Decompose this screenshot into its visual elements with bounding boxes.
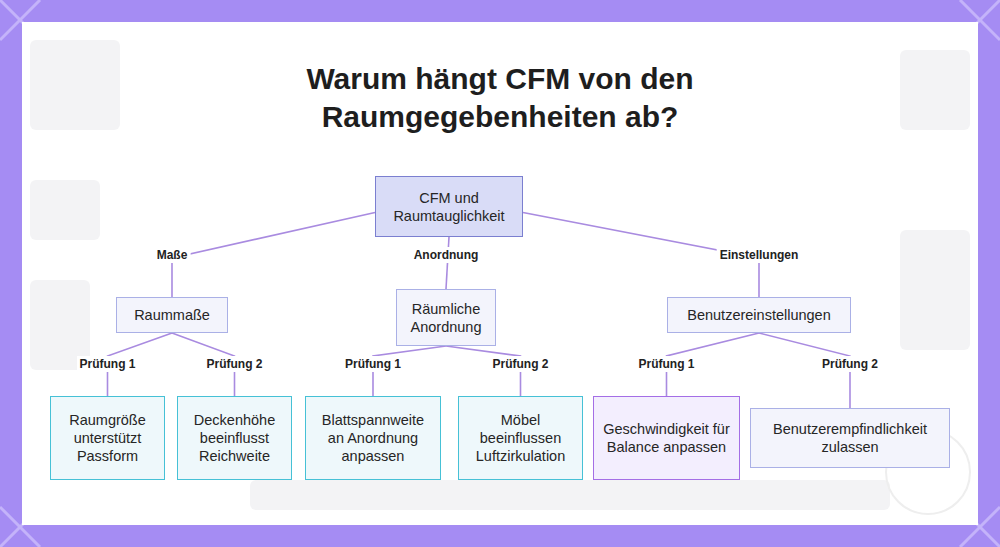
edge-label: Prüfung 2	[819, 356, 881, 372]
edge-label: Prüfung 1	[77, 356, 139, 372]
node-text: Möbel beeinflussen Luftzirkulation	[467, 411, 574, 465]
node-text: Blattspannweite an Anordnung anpassen	[314, 411, 432, 465]
edge-label: Anordnung	[411, 247, 482, 263]
edge-label: Prüfung 1	[342, 356, 404, 372]
node-text: Raumgröße unterstützt Passform	[59, 411, 156, 465]
process-box: Deckenhöhe beeinflusst Reichweite	[177, 396, 292, 480]
node-text: Räumliche Anordnung	[405, 300, 487, 336]
diagram-title: Warum hängt CFM von den Raumgegebenheite…	[270, 60, 730, 136]
edge-label: Prüfung 2	[490, 356, 552, 372]
card	[22, 22, 978, 525]
process-box: CFM und Raumtauglichkeit	[375, 176, 523, 237]
node-text: Raummaße	[134, 306, 210, 324]
node-text: Geschwindigkeit für Balance anpassen	[602, 420, 731, 456]
process-box: Raumgröße unterstützt Passform	[50, 396, 165, 480]
connector-line	[446, 237, 449, 289]
blurred-background	[30, 40, 970, 510]
process-box: Benutzerempfindlichkeit zulassen	[750, 408, 950, 468]
node-text: Deckenhöhe beeinflusst Reichweite	[186, 411, 283, 465]
process-box: Räumliche Anordnung	[396, 289, 496, 346]
process-box: Raummaße	[116, 297, 228, 333]
process-box: Benutzereinstellungen	[667, 297, 851, 333]
process-box: Geschwindigkeit für Balance anpassen	[593, 396, 740, 480]
edge-label: Prüfung 2	[204, 356, 266, 372]
node-text: CFM und Raumtauglichkeit	[384, 189, 514, 225]
edge-label: Prüfung 1	[636, 356, 698, 372]
process-box: Blattspannweite an Anordnung anpassen	[305, 396, 441, 480]
edge-label: Maße	[154, 247, 191, 263]
process-box: Möbel beeinflussen Luftzirkulation	[458, 396, 583, 480]
edge-label: Einstellungen	[717, 247, 802, 263]
connector-line	[172, 213, 375, 298]
node-text: Benutzerempfindlichkeit zulassen	[759, 420, 941, 456]
node-text: Benutzereinstellungen	[687, 306, 831, 324]
